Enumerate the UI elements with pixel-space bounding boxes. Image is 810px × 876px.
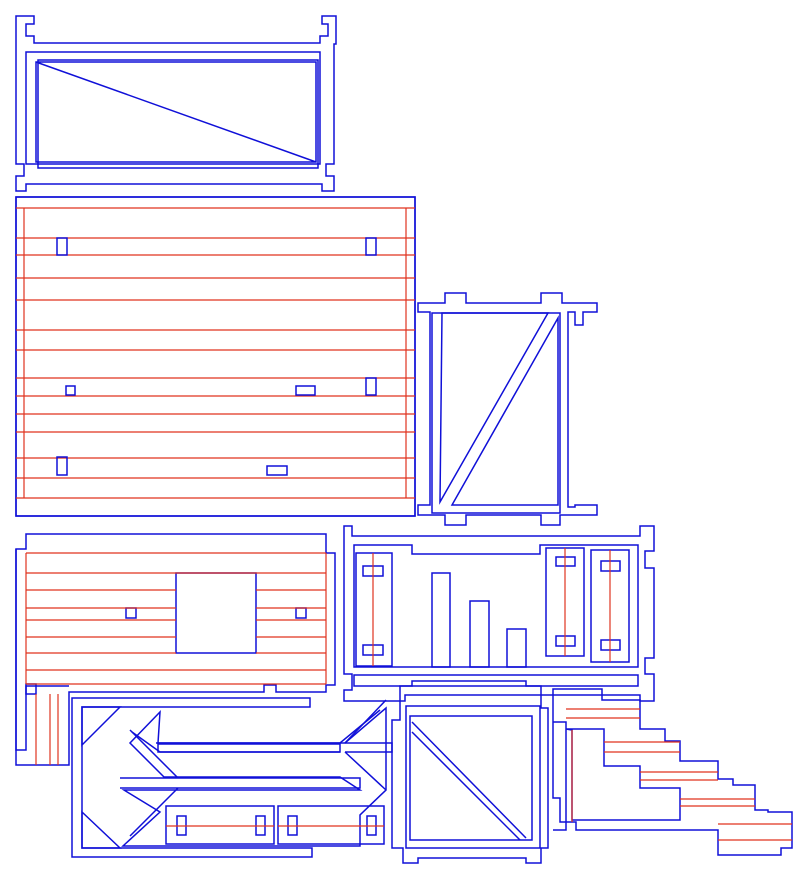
plank-lines (25, 552, 327, 765)
plank-lines (16, 207, 415, 499)
top-frame-part (15, 15, 337, 192)
plank-lines (566, 708, 792, 841)
window-plank-panel (15, 533, 336, 766)
right-frame-part (417, 292, 598, 526)
comb-frame-part (343, 525, 655, 702)
branch-frame-part (71, 697, 393, 858)
stair-plank-part (552, 688, 793, 856)
center-frame-part (391, 680, 549, 864)
large-plank-panel (15, 196, 416, 517)
